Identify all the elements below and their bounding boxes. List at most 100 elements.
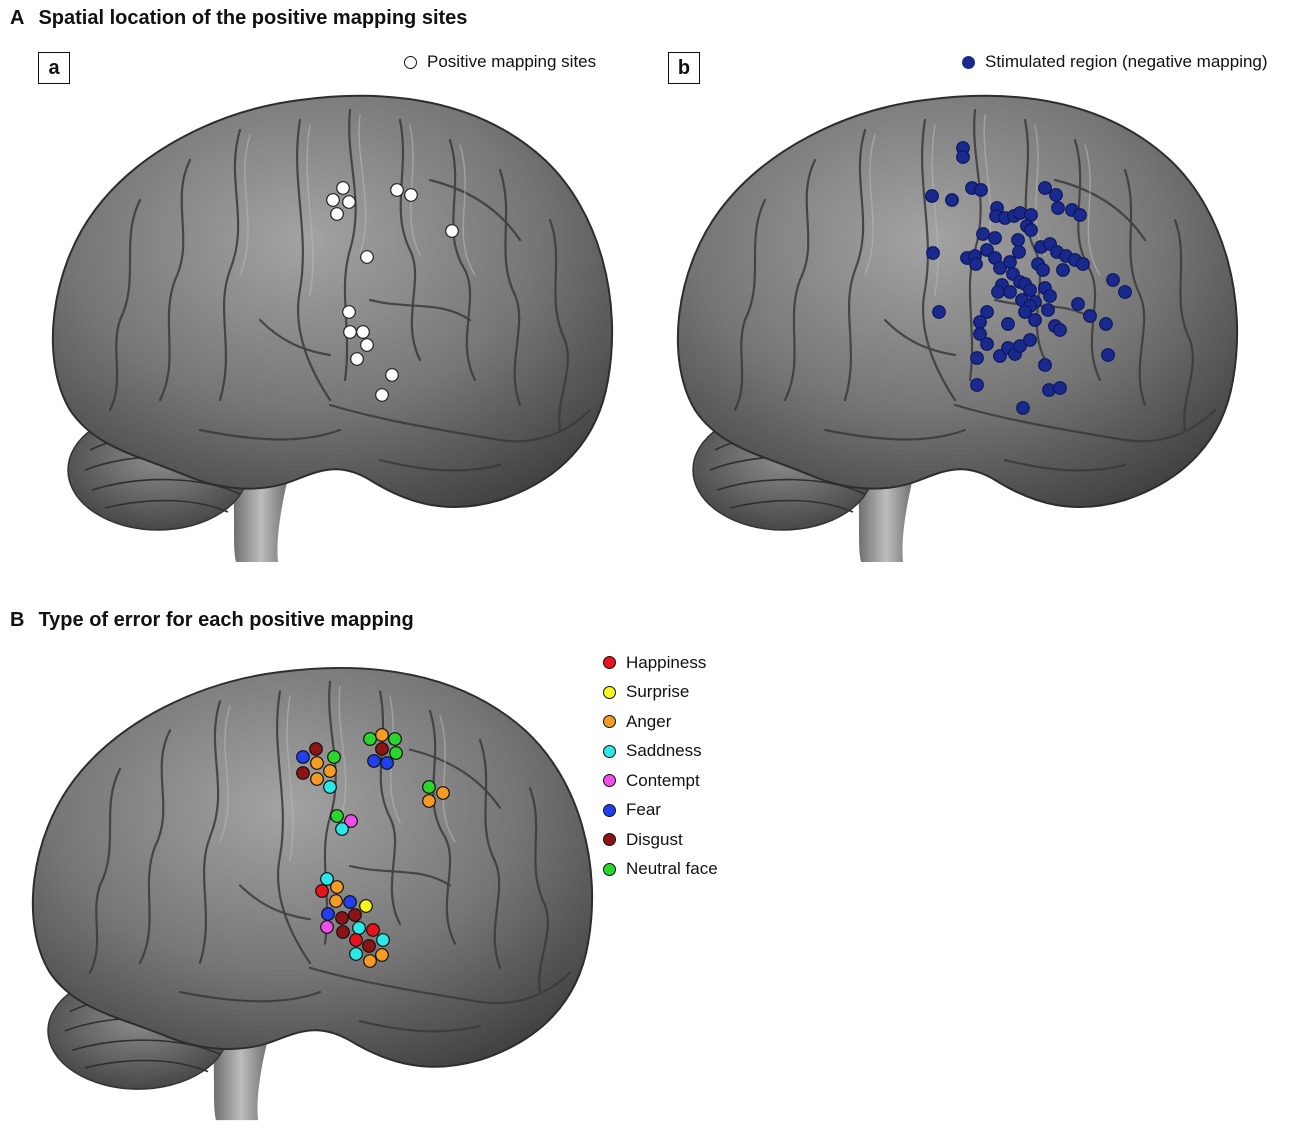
positive-site-marker	[342, 305, 356, 319]
positive-site-marker	[445, 224, 459, 238]
positive-site-marker	[390, 183, 404, 197]
section-a-title: A Spatial location of the positive mappin…	[10, 7, 467, 30]
emotion-legend-item: Disgust	[603, 825, 718, 855]
stimulated-region-marker	[1053, 323, 1067, 337]
section-a-letter: A	[10, 7, 25, 29]
positive-site-marker	[356, 325, 370, 339]
stimulated-region-marker	[970, 351, 984, 365]
panel-b-label: b	[668, 52, 700, 84]
panel-b-legend: Stimulated region (negative mapping)	[962, 52, 1268, 72]
positive-site-marker	[375, 388, 389, 402]
error-type-marker	[315, 884, 329, 898]
emotion-legend-label: Contempt	[626, 770, 700, 790]
error-type-marker	[330, 809, 344, 823]
positive-site-marker	[360, 338, 374, 352]
error-type-marker	[349, 933, 363, 947]
error-type-marker	[310, 756, 324, 770]
error-type-marker	[362, 939, 376, 953]
stimulated-region-marker	[1011, 233, 1025, 247]
error-type-marker	[380, 756, 394, 770]
error-type-marker	[367, 754, 381, 768]
stimulated-region-marker	[956, 150, 970, 164]
panel-a-legend-label: Positive mapping sites	[427, 52, 597, 71]
stimulated-region-marker	[980, 305, 994, 319]
section-b-text: Type of error for each positive mapping	[38, 609, 414, 631]
positive-site-marker	[350, 352, 364, 366]
emotion-legend-label: Neutral face	[626, 859, 718, 879]
stimulated-region-marker	[1001, 317, 1015, 331]
stimulated-region-marker	[970, 378, 984, 392]
emotion-legend-marker	[603, 862, 616, 876]
error-type-marker	[359, 899, 373, 913]
stimulated-region-marker	[926, 246, 940, 260]
emotion-legend-label: Anger	[626, 711, 672, 731]
emotion-legend-marker	[603, 774, 616, 788]
stimulated-region-marker	[969, 257, 983, 271]
stimulated-region-marker	[1118, 285, 1132, 299]
emotion-legend-item: Surprise	[603, 678, 718, 708]
stimulated-region-marker	[1023, 283, 1037, 297]
section-a-text: Spatial location of the positive mapping…	[38, 7, 468, 29]
error-type-marker	[366, 923, 380, 937]
stimulated-region-marker	[1073, 208, 1087, 222]
error-type-marker	[422, 794, 436, 808]
emotion-legend-marker	[603, 803, 616, 817]
stimulated-region-marker	[1041, 303, 1055, 317]
stimulated-region-marker	[1024, 223, 1038, 237]
emotion-legend-label: Saddness	[626, 741, 702, 761]
error-type-marker	[336, 925, 350, 939]
error-type-marker	[343, 895, 357, 909]
error-type-marker	[348, 908, 362, 922]
error-type-marker	[389, 746, 403, 760]
error-type-marker	[375, 948, 389, 962]
stimulated-region-marker	[1018, 305, 1032, 319]
error-type-marker	[320, 872, 334, 886]
stimulated-region-marker	[974, 183, 988, 197]
panel-a-label: a	[38, 52, 70, 84]
stimulated-region-marker	[1038, 181, 1052, 195]
error-type-marker	[330, 880, 344, 894]
error-type-marker	[309, 742, 323, 756]
stimulated-region-marker	[1056, 263, 1070, 277]
stimulated-region-legend-marker	[962, 55, 975, 69]
error-type-marker	[388, 732, 402, 746]
error-type-marker	[436, 786, 450, 800]
stimulated-region-marker	[1016, 401, 1030, 415]
stimulated-region-marker	[1023, 333, 1037, 347]
stimulated-region-marker	[980, 337, 994, 351]
stimulated-region-marker	[1106, 273, 1120, 287]
emotion-legend-item: Saddness	[603, 737, 718, 767]
error-type-marker	[363, 954, 377, 968]
error-type-marker	[323, 780, 337, 794]
stimulated-region-marker	[1071, 297, 1085, 311]
positive-site-marker	[404, 188, 418, 202]
emotion-legend-marker	[603, 685, 616, 699]
error-type-marker	[349, 947, 363, 961]
positive-site-legend-marker	[404, 55, 417, 69]
error-type-marker	[321, 907, 335, 921]
stimulated-region-marker	[1083, 309, 1097, 323]
error-type-marker	[323, 764, 337, 778]
emotion-legend-item: Anger	[603, 707, 718, 737]
stimulated-region-marker	[976, 227, 990, 241]
stimulated-region-marker	[1051, 201, 1065, 215]
stimulated-region-marker	[1038, 358, 1052, 372]
emotion-legend-label: Happiness	[626, 652, 707, 672]
positive-site-marker	[336, 181, 350, 195]
stimulated-region-marker	[1043, 289, 1057, 303]
positive-site-marker	[360, 250, 374, 264]
emotion-legend-item: Fear	[603, 796, 718, 826]
emotion-legend-marker	[603, 715, 616, 729]
stimulated-region-marker	[973, 327, 987, 341]
stimulated-region-marker	[1101, 348, 1115, 362]
positive-site-marker	[330, 207, 344, 221]
stimulated-region-marker	[991, 285, 1005, 299]
stimulated-region-marker	[1076, 257, 1090, 271]
stimulated-region-marker	[993, 261, 1007, 275]
emotion-legend-item: Happiness	[603, 648, 718, 678]
error-type-marker	[344, 814, 358, 828]
stimulated-region-marker	[1003, 255, 1017, 269]
error-type-marker	[327, 750, 341, 764]
